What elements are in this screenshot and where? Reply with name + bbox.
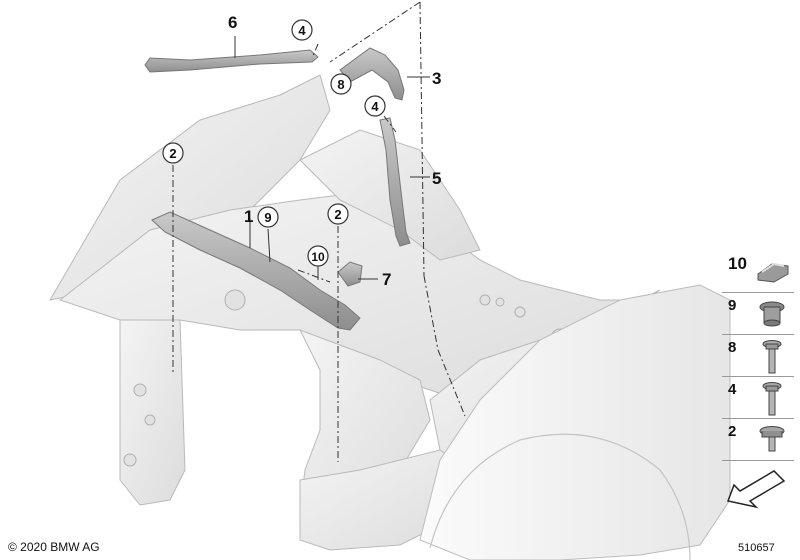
part-5-support [379, 117, 411, 247]
callout-4b: 4 [371, 99, 379, 114]
front-fender [419, 284, 731, 560]
callout-1: 1 [244, 207, 253, 226]
callout-4a-circle [291, 19, 313, 41]
callout-leaders [234, 36, 430, 280]
fastener-legend: 10 9 8 4 2 [722, 250, 794, 509]
callout-10: 10 [311, 250, 325, 264]
callout-10-circle [307, 245, 329, 267]
legend-number: 2 [728, 423, 737, 440]
flange-bolt-icon [762, 340, 782, 374]
callout-8: 8 [337, 77, 344, 92]
legend-arrow-cell [722, 460, 794, 509]
legend-item-4: 4 [722, 376, 794, 418]
diagram-number: 510657 [738, 542, 775, 554]
flange-bolt-icon [762, 382, 782, 416]
direction-arrow-icon [726, 470, 786, 509]
callout-9: 9 [264, 210, 271, 225]
legend-number: 8 [728, 339, 737, 356]
callout-2b: 2 [334, 207, 341, 222]
callouts: 6 4 8 3 4 5 2 1 9 2 10 7 [162, 13, 441, 289]
legend-number: 9 [728, 297, 737, 314]
callout-2b-circle [327, 203, 349, 225]
callout-7: 7 [382, 270, 391, 289]
callout-6: 6 [228, 13, 237, 32]
legend-item-10: 10 [722, 250, 794, 292]
part-7-bracket [337, 261, 363, 287]
callout-8-circle [330, 73, 352, 95]
callout-9-circle [257, 206, 279, 228]
callout-3: 3 [432, 69, 441, 88]
clip-nut-icon [757, 262, 789, 283]
legend-number: 4 [728, 381, 737, 398]
legend-item-8: 8 [722, 334, 794, 376]
hex-bolt-icon [759, 426, 785, 452]
copyright: © 2020 BMW AG [8, 540, 100, 554]
part-3-bracket [339, 47, 405, 101]
leader-lines [172, 1, 466, 462]
callout-4b-circle [364, 95, 386, 117]
legend-item-2: 2 [722, 418, 794, 460]
part-6-strut-brace [144, 49, 319, 73]
callout-4a: 4 [298, 23, 306, 38]
callout-5: 5 [432, 169, 441, 188]
legend-item-9: 9 [722, 292, 794, 334]
legend-number: 10 [728, 254, 747, 273]
fender-wheel-arch [429, 433, 691, 560]
grommet-icon [759, 301, 785, 327]
callout-2a: 2 [169, 146, 176, 161]
callout-2a-circle [162, 142, 184, 164]
part-1-cross-member [151, 211, 361, 331]
